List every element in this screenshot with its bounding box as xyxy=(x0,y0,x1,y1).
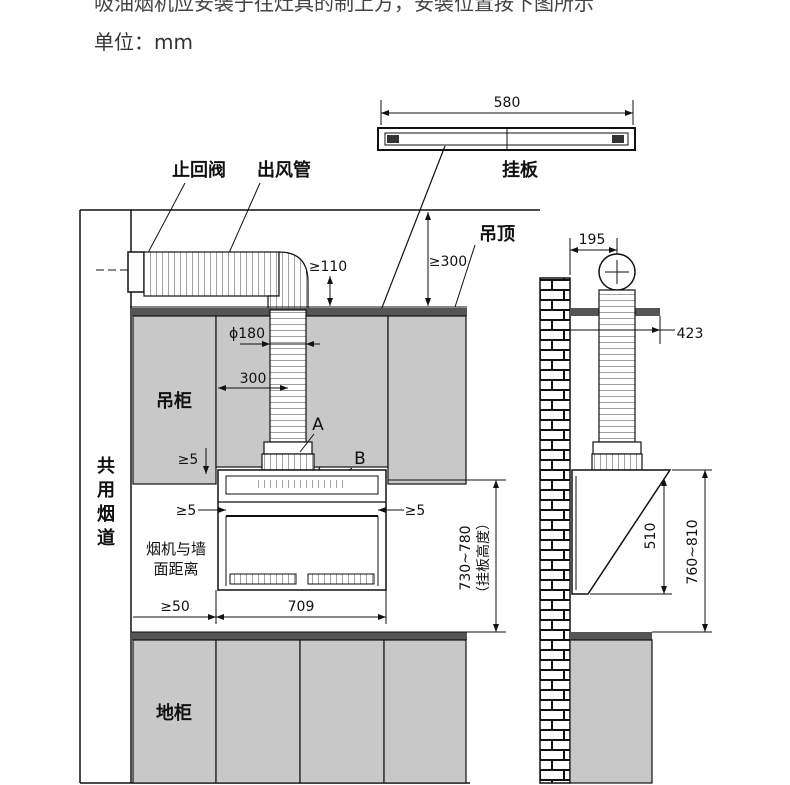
unit-label: 单位：mm xyxy=(94,30,193,54)
hood-wall-distance-line2: 面距离 xyxy=(153,560,198,578)
range-hood xyxy=(217,469,387,591)
check-valve xyxy=(127,251,145,293)
hanging-plate-group: 580 挂板 xyxy=(313,95,636,483)
side-floor-cabinet xyxy=(569,639,653,784)
side-height-range: 760~810 xyxy=(685,519,701,584)
side-vertical-pipe xyxy=(598,289,636,443)
height-range-label: 730~780 xyxy=(458,525,474,590)
ceiling-gap-dim: ≥300 xyxy=(429,254,467,270)
plate-width-dim: 580 xyxy=(494,95,521,111)
side-depth-dim: 423 xyxy=(677,326,704,342)
side-range-hood xyxy=(571,469,672,595)
floor-cabinet-label: 地柜 xyxy=(156,702,192,724)
ceiling-label: 吊顶 xyxy=(479,224,515,245)
wall-cabinet-label: 吊柜 xyxy=(156,390,192,412)
floor-cabinet-3 xyxy=(299,639,385,784)
side-width-dim: 195 xyxy=(579,232,606,248)
height-note-label: （挂板高度） xyxy=(475,516,492,600)
side-counter xyxy=(570,632,652,640)
hood-wall-distance-line1: 烟机与墙 xyxy=(146,540,206,558)
hood-width-dim: 709 xyxy=(288,599,315,615)
point-a-label: A xyxy=(312,415,324,435)
hanging-plate-label: 挂板 xyxy=(502,159,539,181)
check-valve-label: 止回阀 xyxy=(172,159,226,181)
gap-right-dim: ≥5 xyxy=(405,503,426,519)
floor-cabinet-2 xyxy=(215,639,301,784)
gap-left-dim: ≥5 xyxy=(176,503,197,519)
pipe-gap-dim: ≥110 xyxy=(309,259,347,275)
floor-cabinet-4 xyxy=(383,639,467,784)
exhaust-pipe-label: 出风管 xyxy=(257,159,311,181)
intro-text: 吸油烟机应安装于往灶具的制上方，安装位置按下图所示 xyxy=(94,0,594,15)
wall-cabinet-right xyxy=(387,315,467,485)
vertical-pipe xyxy=(269,309,307,443)
hood-height-dim: 510 xyxy=(643,523,659,550)
shared-flue-label: 共用烟道 xyxy=(97,456,115,549)
countertop xyxy=(131,632,467,640)
wall-gap-dim: ≥50 xyxy=(160,599,190,615)
point-b-label: B xyxy=(354,449,366,469)
pipe-diameter-dim: ϕ180 xyxy=(229,326,265,342)
exhaust-pipe xyxy=(143,251,280,297)
brick-wall xyxy=(539,277,571,784)
gap-small-dim: ≥5 xyxy=(178,452,199,468)
pipe-offset-dim: 300 xyxy=(240,371,267,387)
